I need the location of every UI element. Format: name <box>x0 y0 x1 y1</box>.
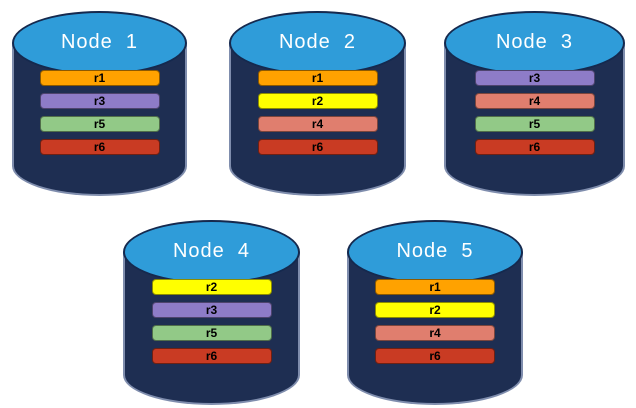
replica-bar-list: r1 r2 r4 r6 <box>229 70 406 162</box>
replica-bar-r6: r6 <box>39 139 160 155</box>
cylinder-top-ellipse <box>12 11 187 75</box>
node-cylinder: Node 1 r1 r3 r5 r6 <box>12 11 187 196</box>
replica-bar-r5: r5 <box>474 116 595 132</box>
replica-bar-r6: r6 <box>474 139 595 155</box>
node-cylinder: Node 4 r2 r3 r5 r6 <box>123 220 300 405</box>
replica-bar-list: r1 r3 r5 r6 <box>12 70 187 162</box>
replica-bar-list: r2 r3 r5 r6 <box>123 279 300 371</box>
replica-bar-r6: r6 <box>375 348 495 364</box>
replica-bar-r2: r2 <box>151 279 272 295</box>
replica-bar-list: r3 r4 r5 r6 <box>444 70 625 162</box>
replica-bar-r6: r6 <box>257 139 378 155</box>
replica-bar-r1: r1 <box>375 279 495 295</box>
replica-bar-list: r1 r2 r4 r6 <box>347 279 523 371</box>
replica-bar-r4: r4 <box>474 93 595 109</box>
replica-bar-r5: r5 <box>39 116 160 132</box>
replica-bar-r2: r2 <box>257 93 378 109</box>
node-title: Node 1 <box>60 30 139 53</box>
node-title: Node 3 <box>495 30 574 53</box>
replica-bar-r4: r4 <box>257 116 378 132</box>
node-cylinder: Node 2 r1 r2 r4 r6 <box>229 11 406 196</box>
replica-bar-r3: r3 <box>151 302 272 318</box>
cylinder-top-ellipse <box>229 11 406 75</box>
node-title: Node 5 <box>396 239 474 262</box>
replica-bar-r3: r3 <box>39 93 160 109</box>
replica-bar-r6: r6 <box>151 348 272 364</box>
replica-bar-r5: r5 <box>151 325 272 341</box>
node-cylinder: Node 3 r3 r4 r5 r6 <box>444 11 625 196</box>
replica-bar-r2: r2 <box>375 302 495 318</box>
replica-bar-r4: r4 <box>375 325 495 341</box>
node-title: Node 2 <box>278 30 357 53</box>
node-title: Node 4 <box>172 239 251 262</box>
replica-bar-r1: r1 <box>257 70 378 86</box>
node-cylinder: Node 5 r1 r2 r4 r6 <box>347 220 523 405</box>
replica-bar-r1: r1 <box>39 70 160 86</box>
replica-bar-r3: r3 <box>474 70 595 86</box>
cylinder-top-ellipse <box>123 220 300 284</box>
